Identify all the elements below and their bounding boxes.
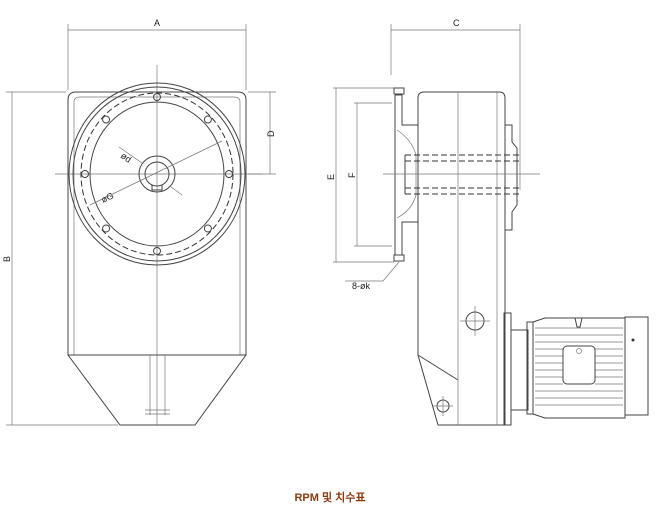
bolt-hole [102, 224, 111, 233]
bolt-holes [81, 93, 233, 255]
motor [503, 312, 649, 426]
side-view: C E F 8-øk [326, 18, 649, 426]
bolt-hole [225, 170, 233, 178]
side-flange [393, 87, 418, 262]
oil-plug-upper [460, 306, 490, 336]
bolt-hole [153, 247, 161, 255]
gearbox-body [417, 91, 506, 426]
bolt-hole [102, 115, 111, 124]
dimension-d: D [248, 91, 276, 175]
bolt-hole [203, 115, 212, 124]
dimension-c: C [390, 18, 521, 190]
dimension-f: F [347, 102, 392, 247]
dim-label-phi-g: øG [100, 190, 116, 204]
shaft-bore [138, 155, 176, 193]
dim-label-phi-d: ød [119, 150, 133, 164]
hollow-shaft [383, 154, 540, 195]
dim-label-a: A [154, 18, 160, 28]
output-boss [505, 124, 518, 231]
caption-title: RPM 및 치수표 [294, 492, 366, 504]
dim-label-e: E [326, 174, 336, 180]
housing-outline [67, 91, 247, 426]
bolt-hole [81, 170, 89, 178]
dim-label-c: C [453, 18, 460, 28]
dimension-e: E [326, 87, 394, 263]
oil-plug-lower [433, 396, 453, 416]
dimension-b: B [2, 91, 118, 426]
dim-label-b: B [2, 256, 12, 262]
terminal-box [562, 345, 596, 385]
dim-label-bolt-holes: 8-øk [352, 281, 371, 291]
dimension-a: A [67, 18, 247, 90]
bolt-hole [153, 93, 161, 101]
cooling-fins [535, 327, 623, 406]
bolt-hole [203, 224, 212, 233]
drain-mark [145, 409, 170, 415]
dim-label-d: D [266, 130, 276, 137]
front-view: A B D [2, 18, 276, 426]
dim-label-f: F [347, 172, 357, 178]
